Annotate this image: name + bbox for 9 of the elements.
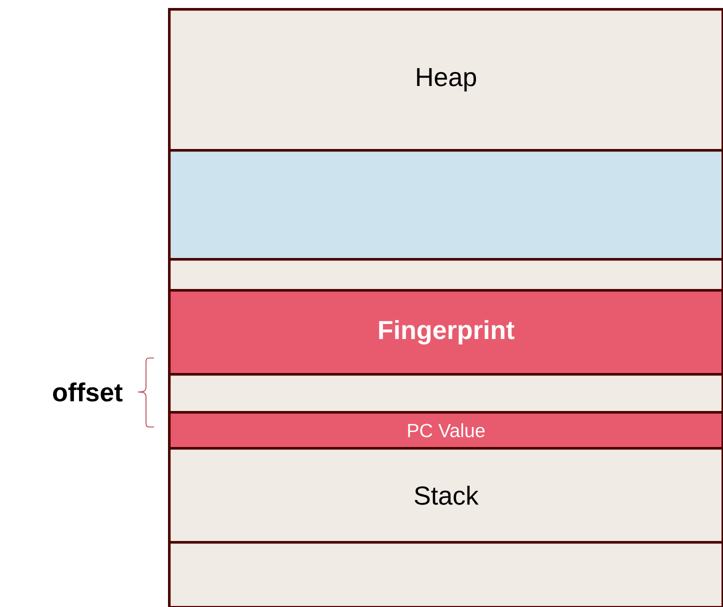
memory-region [168,149,723,261]
memory-region: Fingerprint [168,289,723,376]
memory-region: Stack [168,447,723,544]
memory-region [168,258,723,292]
memory-region: Heap [168,8,723,152]
memory-region: PC Value [168,411,723,450]
memory-region [168,541,723,607]
memory-region [168,373,723,414]
offset-label: offset [53,382,122,402]
